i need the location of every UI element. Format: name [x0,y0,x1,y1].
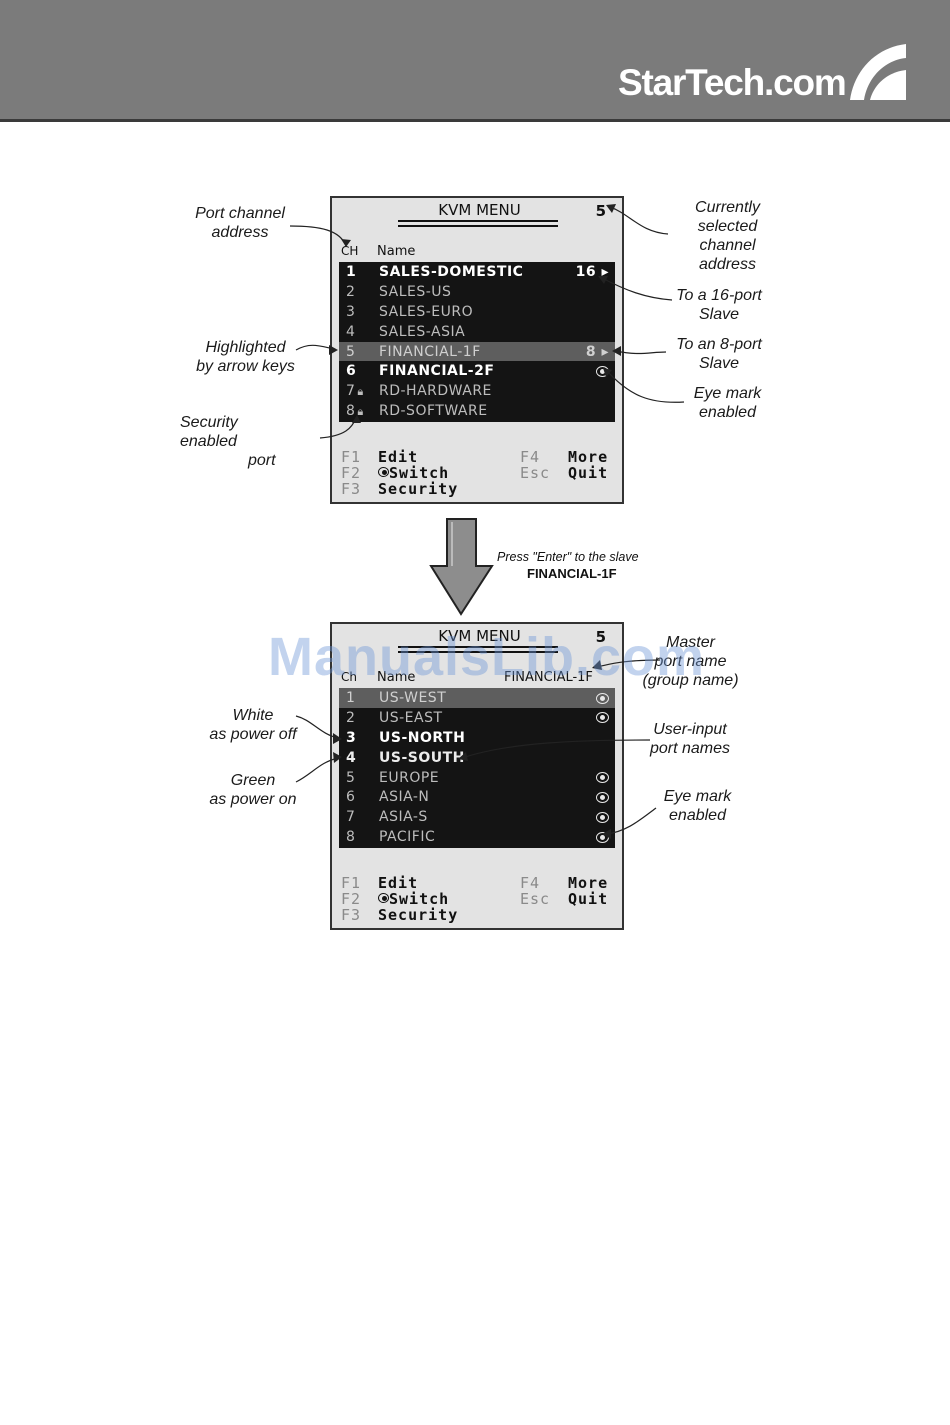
annotation-master-port: Master port name (group name) [642,634,739,689]
list-item[interactable]: 5 EUROPE [339,768,615,788]
switch-label[interactable]: Switch [378,890,449,908]
kvm-menu-main: KVM MENU 5 CH Name 1 SALES-DOMESTIC 16 ▸… [330,196,624,504]
eye-icon [378,467,389,477]
f4-key: F4 [520,874,541,892]
port-list: 1 US-WEST 2 US-EAST 3 US-NORTH 4 US-SOUT… [339,688,615,848]
list-item[interactable]: 6 ASIA-N [339,787,615,807]
eye-icon [378,893,389,903]
title-underline [398,225,558,227]
press-enter-note: Press "Enter" to the slave [497,550,639,564]
column-name: Name [377,670,416,685]
press-enter-target: FINANCIAL-1F [527,566,617,581]
title-underline [398,220,558,222]
list-item-highlighted[interactable]: 5 FINANCIAL-1F 8 ▸ [339,341,615,362]
column-name: Name [377,244,416,259]
annotation-8-port-slave: To an 8-port Slave [676,336,762,372]
lock-icon: 🔒︎ [357,385,364,399]
list-item[interactable]: 8🔒︎ RD-SOFTWARE [346,403,488,420]
menu-title: KVM MENU [438,201,521,219]
security-label[interactable]: Security [378,906,459,924]
eye-icon [596,831,609,843]
f2-key: F2 [341,890,362,908]
slave-16-indicator: 16 ▸ [575,264,609,280]
list-item[interactable]: 2 US-EAST [339,708,615,728]
list-item[interactable]: 8 PACIFIC [339,827,615,847]
f3-key: F3 [341,480,362,498]
column-ch: CH [341,244,359,258]
security-label[interactable]: Security [378,480,459,498]
annotation-white-power-off: White as power off [209,707,297,743]
quit-label[interactable]: Quit [568,890,609,908]
edit-label[interactable]: Edit [378,448,419,466]
list-item[interactable]: 6 FINANCIAL-2F [339,361,615,381]
annotation-eye-mark-1: Eye mark enabled [693,385,762,421]
annotation-current-channel: Currently selected channel address [695,199,760,273]
eye-icon [596,712,609,724]
eye-icon [596,811,609,823]
list-item-highlighted[interactable]: 1 US-WEST [339,688,615,708]
f4-key: F4 [520,448,541,466]
f1-key: F1 [341,874,362,892]
list-item[interactable]: 3 US-NORTH [346,729,466,746]
eye-icon [596,365,609,377]
list-item[interactable]: 1 SALES-DOMESTIC 16 ▸ [346,264,609,280]
quit-label[interactable]: Quit [568,464,609,482]
annotation-port-channel: Port channel address [195,205,285,241]
edit-label[interactable]: Edit [378,874,419,892]
kvm-menu-slave: KVM MENU 5 Ch Name FINANCIAL-1F 1 US-WES… [330,622,624,930]
annotation-security: Security enabled port [180,414,276,469]
f1-key: F1 [341,448,362,466]
esc-key: Esc [520,890,551,908]
list-item[interactable]: 7🔒︎ RD-HARDWARE [346,383,492,400]
f2-key: F2 [341,464,362,482]
eye-icon [596,772,609,784]
title-underline [398,646,558,648]
watermark: ManualsLib.com [268,627,706,687]
f3-key: F3 [341,906,362,924]
annotation-green-power-on: Green as power on [209,772,297,808]
column-ch: Ch [341,670,357,684]
eye-icon [596,692,609,704]
list-item[interactable]: 4 SALES-ASIA [346,323,466,340]
switch-label[interactable]: Switch [378,464,449,482]
annotation-user-input: User-input port names [649,721,731,757]
menu-title: KVM MENU [438,627,521,645]
more-label[interactable]: More [568,874,609,892]
eye-icon [596,791,609,803]
title-underline [398,651,558,653]
annotation-16-port-slave: To a 16-port Slave [676,287,762,323]
list-item[interactable]: 7 ASIA-S [339,807,615,827]
annotation-highlighted: Highlighted by arrow keys [196,339,295,375]
current-channel: 5 [595,202,606,220]
annotation-eye-mark-2: Eye mark enabled [663,788,732,824]
startech-logo-icon [850,44,906,100]
esc-key: Esc [520,464,551,482]
slave-8-indicator: 8 ▸ [585,343,609,360]
port-list: 1 SALES-DOMESTIC 16 ▸ 2 SALES-US 3 SALES… [339,262,615,422]
page-header: StarTech.com [0,0,950,122]
list-item[interactable]: 2 SALES-US [346,283,452,300]
list-item[interactable]: 4 US-SOUTH [346,749,465,766]
brand-name: StarTech.com [618,62,847,103]
list-item[interactable]: 3 SALES-EURO [346,303,474,320]
lock-icon: 🔒︎ [357,405,364,419]
master-port-name: FINANCIAL-1F [504,670,593,685]
more-label[interactable]: More [568,448,609,466]
current-channel: 5 [595,628,606,646]
